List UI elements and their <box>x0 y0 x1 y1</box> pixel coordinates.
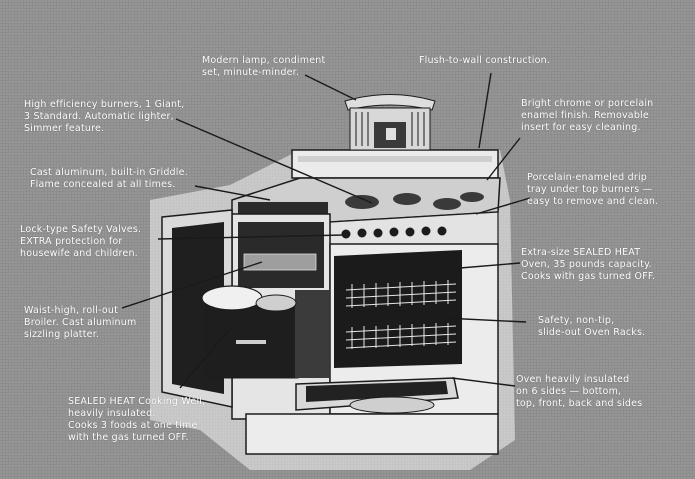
oven-racks <box>345 280 457 349</box>
caption-cooking-well: SEALED HEAT Cooking Well, heavily insula… <box>68 396 206 443</box>
caption-valves: Lock-type Safety Valves. EXTRA protectio… <box>20 224 142 259</box>
caption-insulated: Oven heavily insulated on 6 sides — bott… <box>516 374 643 409</box>
oven-door-hinge <box>349 396 435 414</box>
caption-oven: Extra-size SEALED HEAT Oven, 35 pounds c… <box>521 247 656 282</box>
caption-griddle: Cast aluminum, built-in Griddle. Flame c… <box>30 167 188 190</box>
caption-flush: Flush-to-wall construction. <box>419 55 551 66</box>
caption-lamp: Modern lamp, condiment set, minute-minde… <box>202 55 326 78</box>
caption-drip: Porcelain-enameled drip tray under top b… <box>527 172 659 207</box>
caption-burners: High efficiency burners, 1 Giant, 3 Stan… <box>24 99 185 134</box>
cooking-well <box>201 285 329 379</box>
caption-racks: Safety, non-tip, slide-out Oven Racks. <box>538 315 646 338</box>
broiler-platter <box>243 253 317 271</box>
oven-cavity <box>334 250 462 368</box>
oven-door-inner <box>306 381 448 402</box>
callout-lines <box>121 72 531 389</box>
burner-icons <box>345 192 484 210</box>
backsplash-trim <box>298 156 492 162</box>
caption-broiler: Waist-high, roll-out Broiler. Cast alumi… <box>24 305 137 340</box>
control-knobs <box>341 226 447 239</box>
lamp-icon <box>344 94 436 151</box>
stove-base <box>245 413 499 455</box>
griddle <box>238 202 328 214</box>
backsplash <box>291 149 499 179</box>
caption-chrome: Bright chrome or porcelain enamel finish… <box>521 98 654 133</box>
